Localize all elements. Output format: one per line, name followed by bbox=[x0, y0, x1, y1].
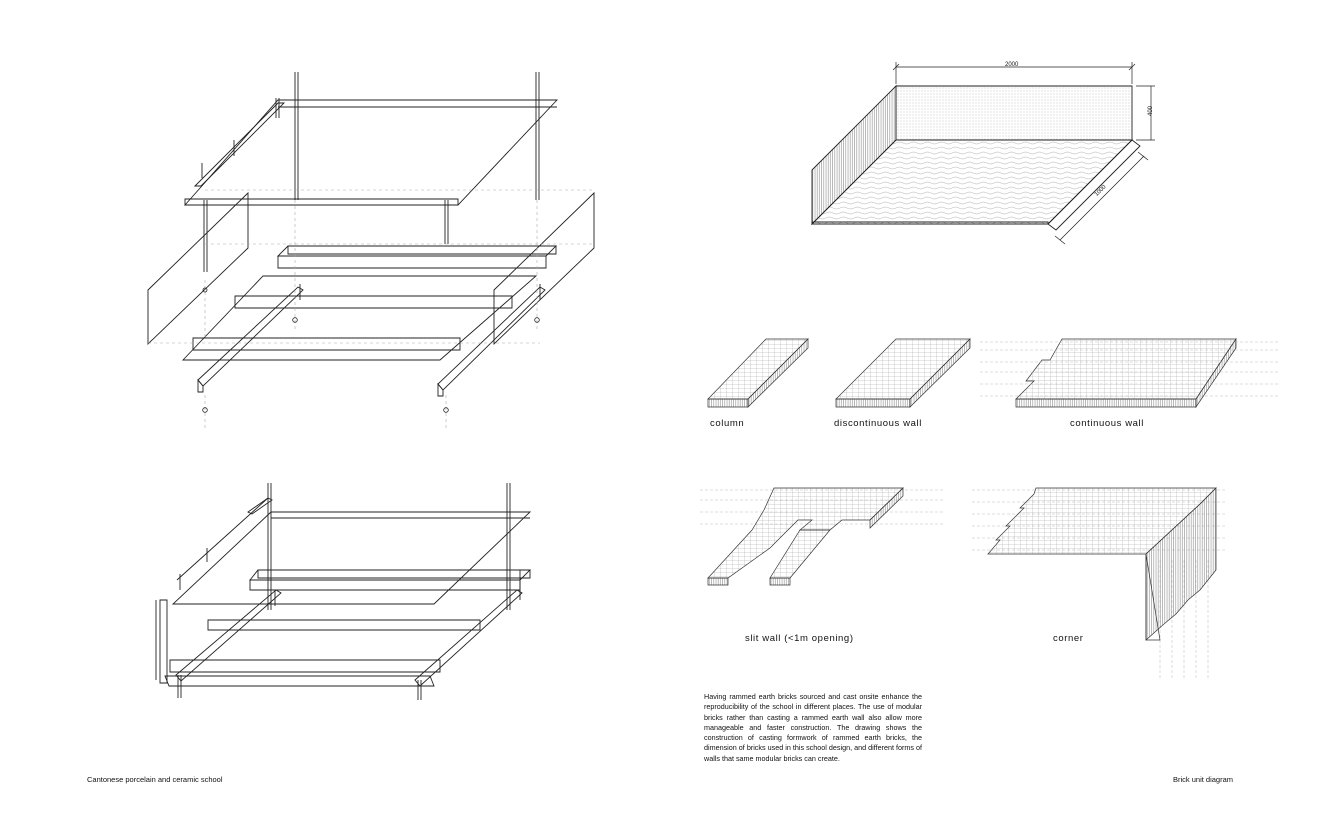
continuous-wall-diagram bbox=[1015, 337, 1237, 409]
column-brick-diagram bbox=[707, 338, 809, 408]
brick-unit-formwork bbox=[810, 84, 1141, 231]
label-corner: corner bbox=[1053, 633, 1084, 644]
description-paragraph: Having rammed earth bricks sourced and c… bbox=[704, 692, 922, 763]
top-frame-plate bbox=[184, 99, 559, 206]
label-continuous-wall: continuous wall bbox=[1070, 418, 1144, 429]
left-side-panel bbox=[147, 191, 249, 346]
discontinuous-wall-diagram bbox=[835, 338, 971, 408]
middle-base-plate bbox=[181, 275, 538, 361]
slit-wall-diagram bbox=[707, 487, 904, 586]
left-page-caption: Cantonese porcelain and ceramic school bbox=[87, 775, 223, 784]
right-page-caption: Brick unit diagram bbox=[1173, 775, 1234, 784]
dimension-length: 2000 bbox=[1005, 62, 1019, 68]
corner-wall-diagram bbox=[987, 487, 1217, 641]
formwork-assembled-axonometric bbox=[155, 483, 532, 700]
label-column: column bbox=[710, 418, 745, 429]
label-slit-wall: slit wall (<1m opening) bbox=[745, 633, 854, 644]
label-discontinuous-wall: discontinuous wall bbox=[834, 418, 922, 429]
right-side-panel bbox=[493, 191, 595, 346]
dimension-height: 400 bbox=[1148, 105, 1155, 117]
